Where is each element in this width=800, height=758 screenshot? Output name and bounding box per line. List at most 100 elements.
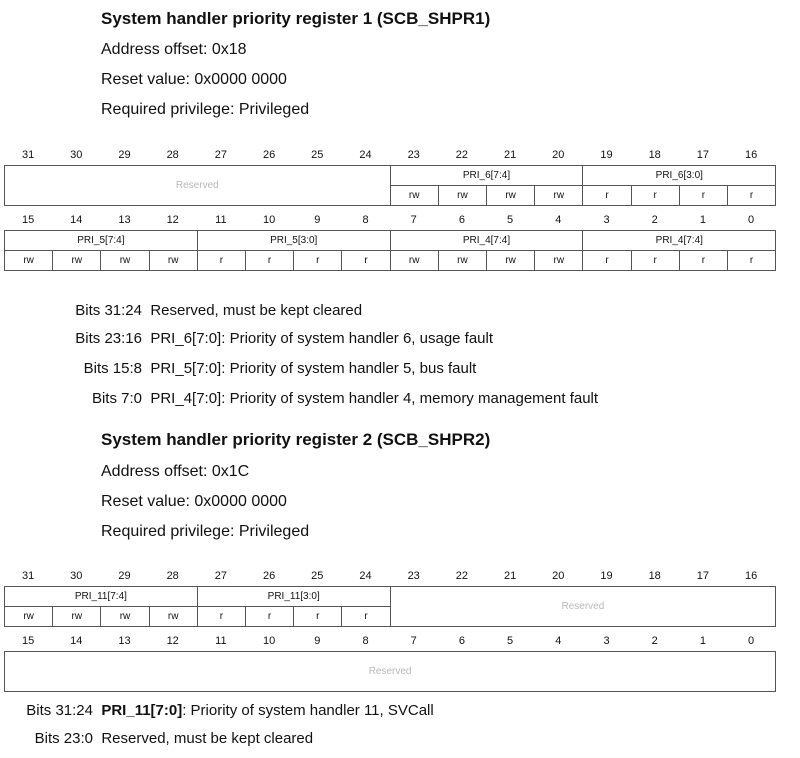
bit-number: 26 [262,149,276,161]
bit-access-type: r [293,606,343,627]
bit-number: 4 [555,635,562,647]
bit-number: 5 [507,214,514,226]
field-name: PRI_6[7:0] [150,330,222,347]
bit-access-type: r [630,250,680,271]
bit-number: 6 [458,635,465,647]
bit-range: Bits 15:8 [83,360,142,377]
bit-access-type: r [293,250,343,271]
register-1-title: System handler priority register 1 (SCB_… [101,9,491,28]
bit-number: 27 [214,570,228,582]
bit-range: Bits 23:16 [75,330,142,347]
field-name: PRI_5[7:0] [150,360,222,377]
field-name: PRI_11[7:0] [101,702,183,719]
description-text: : Priority of system handler 11, SVCall [182,702,434,719]
bit-range: Bits 31:24 [26,702,93,719]
bit-access-type: rw [4,250,54,271]
bit-access-type: rw [534,250,584,271]
bit-number: 4 [555,214,562,226]
bit-access-type: rw [148,606,198,627]
bit-number: 20 [552,149,565,161]
bit-number: 23 [407,149,420,161]
bitfield-name: PRI_11[3:0] [196,586,391,607]
field-name: PRI_4[7:0] [150,390,222,407]
bit-number: 15 [21,635,35,647]
register-1-privilege: Required privilege: Privileged [101,101,310,118]
bit-access-type: r [196,250,246,271]
bit-number: 29 [118,570,131,582]
bitfield-name: PRI_5[3:0] [196,230,391,251]
bit-access-type: rw [100,606,150,627]
bit-description: Bits 23:16 PRI_6[7:0]: Priority of syste… [0,330,493,347]
bit-number: 28 [166,570,179,582]
bit-number: 17 [696,570,710,582]
bit-access-type: r [678,250,728,271]
register-2-privilege: Required privilege: Privileged [101,523,310,540]
bit-number: 2 [651,214,658,226]
bit-number: 31 [21,149,35,161]
description-text: : Priority of system handler 6, usage fa… [221,330,494,347]
bit-access-type: rw [486,250,536,271]
bit-number: 3 [603,635,610,647]
bit-number: 21 [503,149,517,161]
bit-number: 18 [648,570,661,582]
bit-description: Bits 7:0 PRI_4[7:0]: Priority of system … [0,390,598,407]
bit-access-type: r [727,185,777,206]
register-1-reset: Reset value: 0x0000 0000 [101,71,287,88]
bit-number: 25 [311,149,324,161]
bit-number: 16 [744,570,758,582]
bit-number: 20 [552,570,565,582]
bit-access-type: r [196,606,246,627]
bit-description: Bits 31:24 PRI_11[7:0]: Priority of syst… [0,702,434,719]
description-text: Reserved, must be kept cleared [101,730,314,747]
bitfield-name: PRI_4[7:4] [582,230,777,251]
bit-number: 5 [507,635,514,647]
bit-access-type: r [582,185,632,206]
bitfield-name: PRI_6[3:0] [582,165,777,186]
bit-number: 22 [455,149,469,161]
reserved-field: Reserved [4,165,391,206]
bit-number: 7 [410,635,417,647]
bit-range: Bits 31:24 [75,302,142,319]
bit-number: 10 [262,635,276,647]
bitfield-name: PRI_5[7:4] [4,230,198,251]
bit-number: 2 [651,635,658,647]
bit-number: 29 [118,149,131,161]
bit-number: 25 [311,570,324,582]
bit-access-type: rw [437,185,487,206]
bit-access-type: rw [100,250,150,271]
reserved-field: Reserved [389,586,777,627]
bit-number: 14 [70,635,83,647]
description-text: : Priority of system handler 4, memory m… [221,390,599,407]
bit-number: 0 [748,214,755,226]
bit-number: 13 [118,635,131,647]
bit-access-type: rw [52,250,102,271]
bit-number: 19 [600,149,613,161]
bit-number: 22 [455,570,469,582]
register-2-title: System handler priority register 2 (SCB_… [101,430,491,449]
bit-number: 11 [215,635,227,647]
bit-number: 8 [362,214,369,226]
bit-description: Bits 15:8 PRI_5[7:0]: Priority of system… [0,360,477,377]
bit-access-type: rw [389,250,439,271]
bit-access-type: rw [389,185,439,206]
bit-number: 7 [410,214,417,226]
bit-number: 16 [744,149,758,161]
bit-access-type: rw [486,185,536,206]
bit-access-type: rw [148,250,198,271]
bit-number: 9 [314,635,321,647]
bit-number: 1 [699,214,706,226]
bit-range: Bits 7:0 [91,390,142,407]
bitfield-name: PRI_6[7:4] [389,165,584,186]
bit-number: 15 [21,214,35,226]
bit-number: 12 [166,635,179,647]
bitfield-name: PRI_4[7:4] [389,230,584,251]
bit-number: 17 [696,149,710,161]
bit-description: Bits 23:0 Reserved, must be kept cleared [0,730,314,747]
bit-number: 13 [118,214,131,226]
bit-number: 10 [262,214,276,226]
bit-access-type: r [630,185,680,206]
bit-number: 14 [70,214,83,226]
bit-number: 3 [603,214,610,226]
bit-access-type: r [341,606,391,627]
bit-number: 0 [748,635,755,647]
